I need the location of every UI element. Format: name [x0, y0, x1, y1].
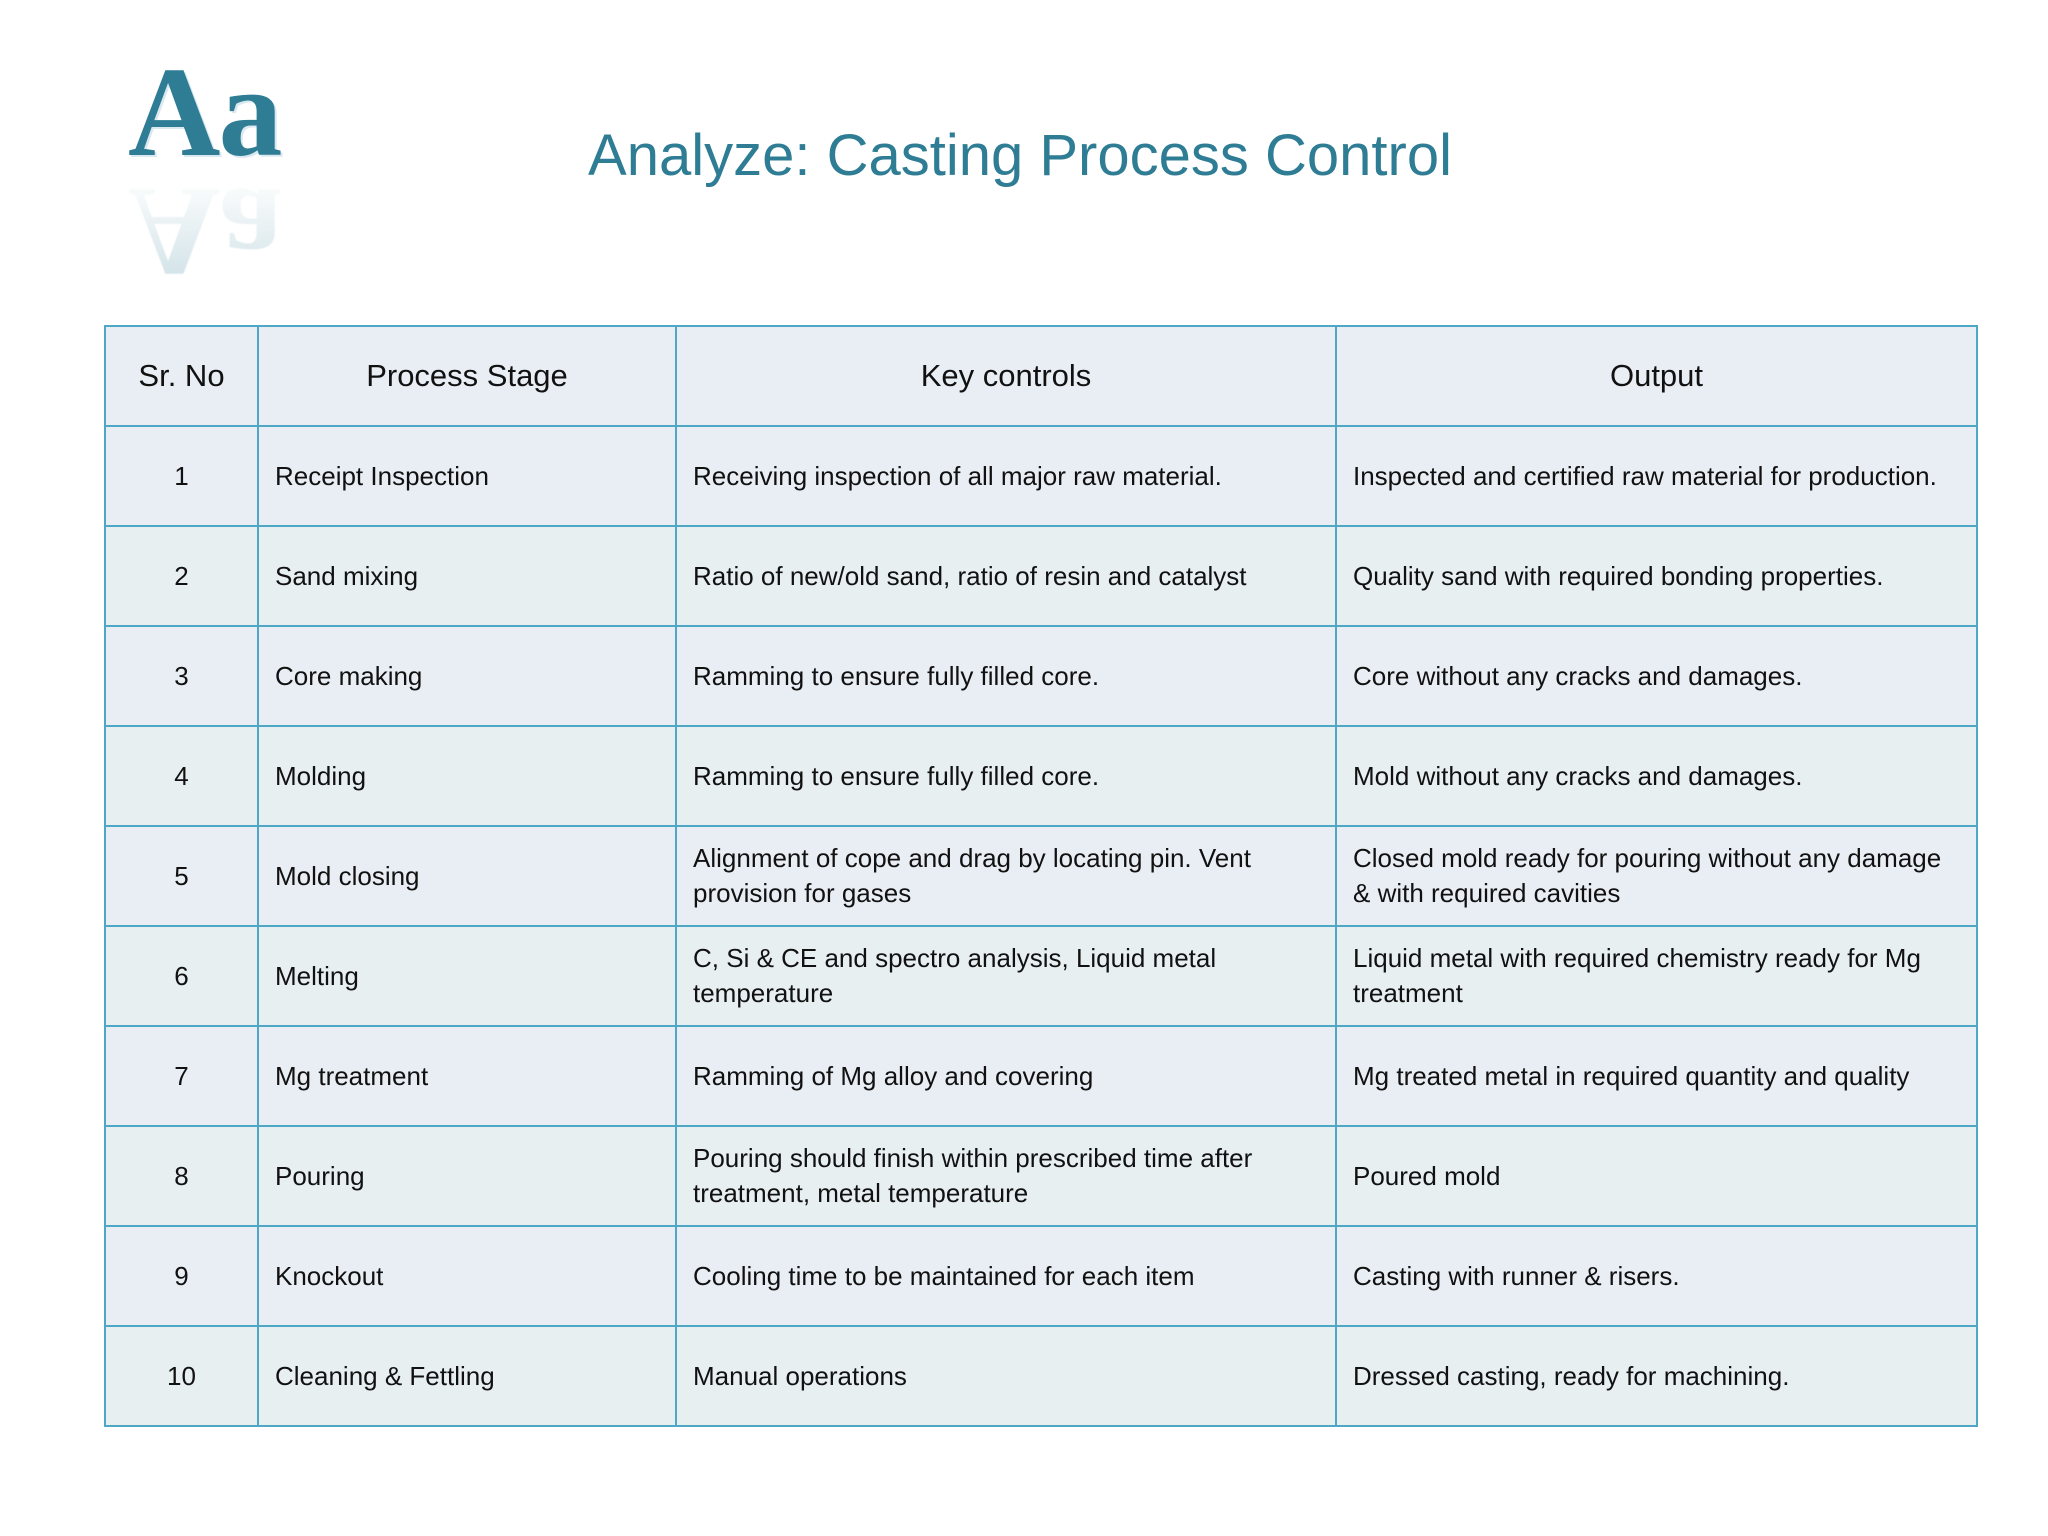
cell-output: Dressed casting, ready for machining. [1335, 1325, 1978, 1427]
cell-process-stage: Pouring [257, 1125, 677, 1227]
cell-sr-no: 4 [104, 725, 259, 827]
cell-output: Closed mold ready for pouring without an… [1335, 825, 1978, 927]
page-title: Analyze: Casting Process Control [588, 123, 1452, 188]
cell-process-stage: Sand mixing [257, 525, 677, 627]
cell-output: Mold without any cracks and damages. [1335, 725, 1978, 827]
table-body: 1 Receipt Inspection Receiving inspectio… [104, 425, 1978, 1427]
cell-key-controls: Ramming of Mg alloy and covering [675, 1025, 1337, 1127]
cell-sr-no: 2 [104, 525, 259, 627]
cell-sr-no: 3 [104, 625, 259, 727]
cell-process-stage: Core making [257, 625, 677, 727]
cell-key-controls: Ramming to ensure fully filled core. [675, 725, 1337, 827]
cell-sr-no: 8 [104, 1125, 259, 1227]
table-row: 10 Cleaning & Fettling Manual operations… [104, 1325, 1978, 1427]
cell-process-stage: Mold closing [257, 825, 677, 927]
cell-key-controls: Manual operations [675, 1325, 1337, 1427]
process-control-table: Sr. No Process Stage Key controls Output… [104, 325, 1978, 1427]
column-header-process-stage: Process Stage [257, 325, 677, 427]
table-row: 4 Molding Ramming to ensure fully filled… [104, 725, 1978, 827]
cell-output: Poured mold [1335, 1125, 1978, 1227]
table-row: 1 Receipt Inspection Receiving inspectio… [104, 425, 1978, 527]
cell-key-controls: Cooling time to be maintained for each i… [675, 1225, 1337, 1327]
cell-key-controls: Ratio of new/old sand, ratio of resin an… [675, 525, 1337, 627]
column-header-output: Output [1335, 325, 1978, 427]
cell-sr-no: 1 [104, 425, 259, 527]
table-row: 3 Core making Ramming to ensure fully fi… [104, 625, 1978, 727]
table-row: 5 Mold closing Alignment of cope and dra… [104, 825, 1978, 927]
cell-process-stage: Knockout [257, 1225, 677, 1327]
cell-output: Quality sand with required bonding prope… [1335, 525, 1978, 627]
logo: Aa Aa [128, 41, 338, 303]
cell-process-stage: Receipt Inspection [257, 425, 677, 527]
cell-output: Inspected and certified raw material for… [1335, 425, 1978, 527]
cell-process-stage: Mg treatment [257, 1025, 677, 1127]
cell-sr-no: 9 [104, 1225, 259, 1327]
cell-output: Core without any cracks and damages. [1335, 625, 1978, 727]
cell-output: Liquid metal with required chemistry rea… [1335, 925, 1978, 1027]
cell-output: Casting with runner & risers. [1335, 1225, 1978, 1327]
cell-process-stage: Melting [257, 925, 677, 1027]
cell-sr-no: 10 [104, 1325, 259, 1427]
table-row: 7 Mg treatment Ramming of Mg alloy and c… [104, 1025, 1978, 1127]
logo-reflection-glyph: Aa [128, 161, 281, 303]
cell-key-controls: C, Si & CE and spectro analysis, Liquid … [675, 925, 1337, 1027]
cell-process-stage: Cleaning & Fettling [257, 1325, 677, 1427]
logo-aa-glyph: Aa [128, 41, 282, 183]
cell-key-controls: Receiving inspection of all major raw ma… [675, 425, 1337, 527]
cell-sr-no: 6 [104, 925, 259, 1027]
cell-process-stage: Molding [257, 725, 677, 827]
table-row: 6 Melting C, Si & CE and spectro analysi… [104, 925, 1978, 1027]
cell-key-controls: Alignment of cope and drag by locating p… [675, 825, 1337, 927]
process-control-table-wrapper: Sr. No Process Stage Key controls Output… [104, 325, 1978, 1427]
column-header-key-controls: Key controls [675, 325, 1337, 427]
cell-key-controls: Pouring should finish within prescribed … [675, 1125, 1337, 1227]
cell-sr-no: 7 [104, 1025, 259, 1127]
table-row: 8 Pouring Pouring should finish within p… [104, 1125, 1978, 1227]
header-row: Sr. No Process Stage Key controls Output [104, 325, 1978, 427]
cell-sr-no: 5 [104, 825, 259, 927]
cell-output: Mg treated metal in required quantity an… [1335, 1025, 1978, 1127]
table-header: Sr. No Process Stage Key controls Output [104, 325, 1978, 427]
column-header-sr-no: Sr. No [104, 325, 259, 427]
table-row: 9 Knockout Cooling time to be maintained… [104, 1225, 1978, 1327]
table-row: 2 Sand mixing Ratio of new/old sand, rat… [104, 525, 1978, 627]
cell-key-controls: Ramming to ensure fully filled core. [675, 625, 1337, 727]
